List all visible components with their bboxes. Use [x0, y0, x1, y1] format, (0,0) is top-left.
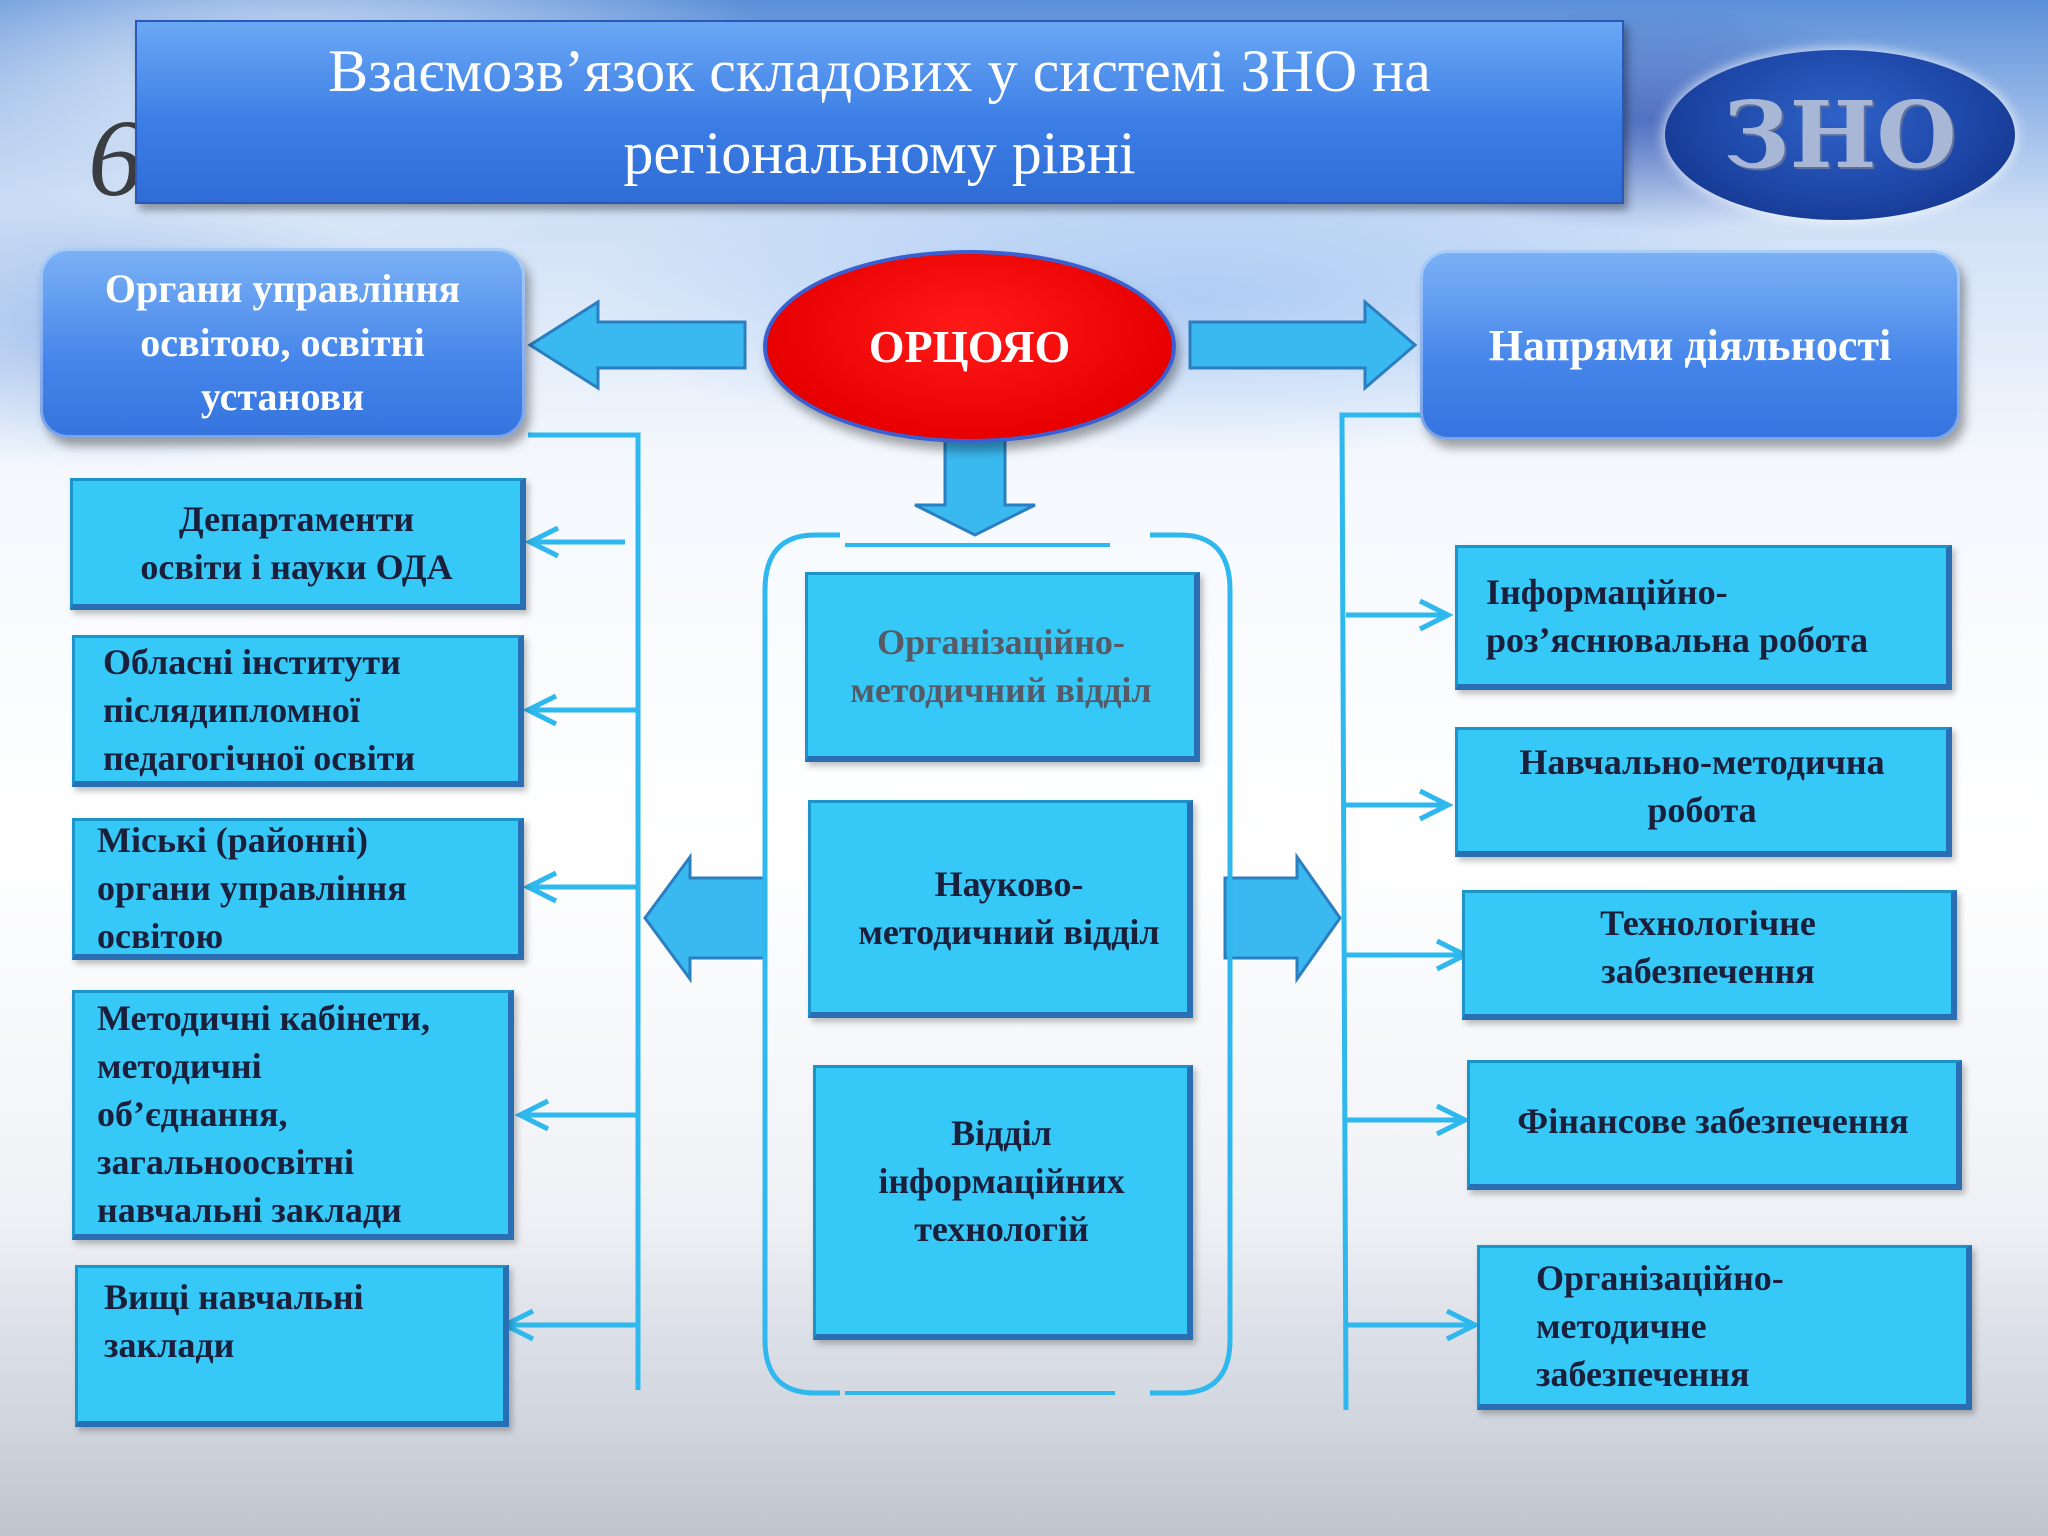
left-header-line: установи — [200, 374, 365, 419]
center-group-bracket-right — [1150, 532, 1233, 1396]
right-item-line: Інформаційно- — [1486, 572, 1728, 612]
center-item-line: Організаційно- — [877, 621, 1125, 662]
arrow-oval-down — [914, 434, 1036, 537]
left-item-line: об’єднання, — [97, 1093, 288, 1134]
right-item-line: забезпечення — [1536, 1354, 1750, 1394]
center-node-orcoyao: ОРЦОЯО — [763, 250, 1176, 443]
right-item-educational-methodical: Навчально-методична робота — [1455, 727, 1952, 857]
center-item-line: інформаційних — [878, 1161, 1125, 1201]
left-header-line: Органи управління — [104, 266, 461, 311]
left-item-line: навчальні заклади — [97, 1189, 402, 1230]
center-item-organizational-methodical: Організаційно- методичний відділ — [805, 572, 1200, 762]
left-item-line: педагогічної освіти — [103, 737, 416, 778]
right-item-line: робота — [1647, 789, 1757, 830]
left-header-line: освітою, освітні — [140, 320, 425, 365]
logo-text: ЗНО — [1723, 81, 1957, 189]
center-item-line: технологій — [914, 1209, 1089, 1249]
right-item-line: Технологічне — [1600, 902, 1816, 943]
right-item-line: Організаційно- — [1536, 1258, 1784, 1298]
background-digit: 6 — [88, 97, 143, 219]
right-item-line: Фінансове забезпечення — [1517, 1100, 1909, 1141]
left-item-line: Вищі навчальні — [104, 1276, 364, 1317]
left-item-line: освітою — [97, 915, 224, 956]
title-line-2: регіональному рівні — [623, 120, 1136, 186]
left-item-line: органи управління — [97, 867, 407, 908]
left-item-line: післядипломної — [103, 689, 360, 730]
center-item-line: Науково- — [934, 863, 1084, 904]
right-item-technological: Технологічне забезпечення — [1462, 890, 1957, 1020]
left-header: Органи управління освітою, освітні устан… — [40, 248, 525, 438]
right-item-line: забезпечення — [1601, 950, 1815, 991]
left-item-line: освіти і науки ОДА — [140, 546, 453, 587]
left-item-higher-education: Вищі навчальні заклади — [75, 1265, 509, 1427]
center-group-bracket-left — [762, 532, 840, 1396]
arrow-oval-to-right-header — [1188, 298, 1418, 392]
left-item-line: Обласні інститути — [103, 641, 401, 682]
left-bracket-line — [528, 432, 641, 1390]
center-item-it-department: Відділ інформаційних технологій — [813, 1065, 1193, 1340]
left-item-departments: Департаменти освіти і науки ОДА — [70, 478, 526, 610]
center-item-line: методичний відділ — [858, 911, 1160, 952]
left-item-line: Департаменти — [178, 498, 415, 539]
left-item-line: заклади — [104, 1324, 235, 1365]
right-item-line: Навчально-методична — [1519, 741, 1885, 782]
right-header-label: Напрями діяльності — [1488, 320, 1892, 370]
left-item-city-authorities: Міські (районні) органи управління освіт… — [72, 818, 524, 960]
left-item-line: загальноосвітні — [97, 1141, 354, 1182]
left-item-line: Методичні кабінети, — [97, 997, 430, 1038]
center-item-scientific-methodical: Науково- методичний відділ — [808, 800, 1193, 1018]
arrow-oval-to-left-header — [527, 299, 747, 391]
left-item-methodical-cabinets: Методичні кабінети, методичні об’єднання… — [72, 990, 514, 1240]
right-item-line: методичне — [1536, 1306, 1707, 1346]
left-item-line: Міські (районні) — [97, 819, 368, 860]
right-item-org-methodical-support: Організаційно- методичне забезпечення — [1477, 1245, 1972, 1410]
arrow-center-to-right — [1223, 852, 1342, 984]
center-item-line: Відділ — [951, 1113, 1052, 1153]
right-item-financial: Фінансове забезпечення — [1467, 1060, 1962, 1190]
zno-logo: ЗНО — [1665, 50, 2015, 220]
center-node-label: ОРЦОЯО — [868, 321, 1071, 372]
right-item-line: роз’яснювальна робота — [1486, 620, 1869, 660]
right-header: Напрями діяльності — [1420, 250, 1960, 440]
left-item-institutes: Обласні інститути післядипломної педагог… — [72, 635, 524, 787]
left-item-line: методичні — [97, 1045, 262, 1086]
title-line-1: Взаємозв’язок складових у системі ЗНО на — [328, 38, 1431, 104]
right-item-info-explanatory: Інформаційно- роз’яснювальна робота — [1455, 545, 1952, 690]
arrow-center-to-left — [643, 852, 767, 984]
right-bracket-line — [1339, 412, 1422, 1411]
center-item-line: методичний відділ — [850, 669, 1152, 710]
slide-title: Взаємозв’язок складових у системі ЗНО на… — [135, 20, 1624, 204]
